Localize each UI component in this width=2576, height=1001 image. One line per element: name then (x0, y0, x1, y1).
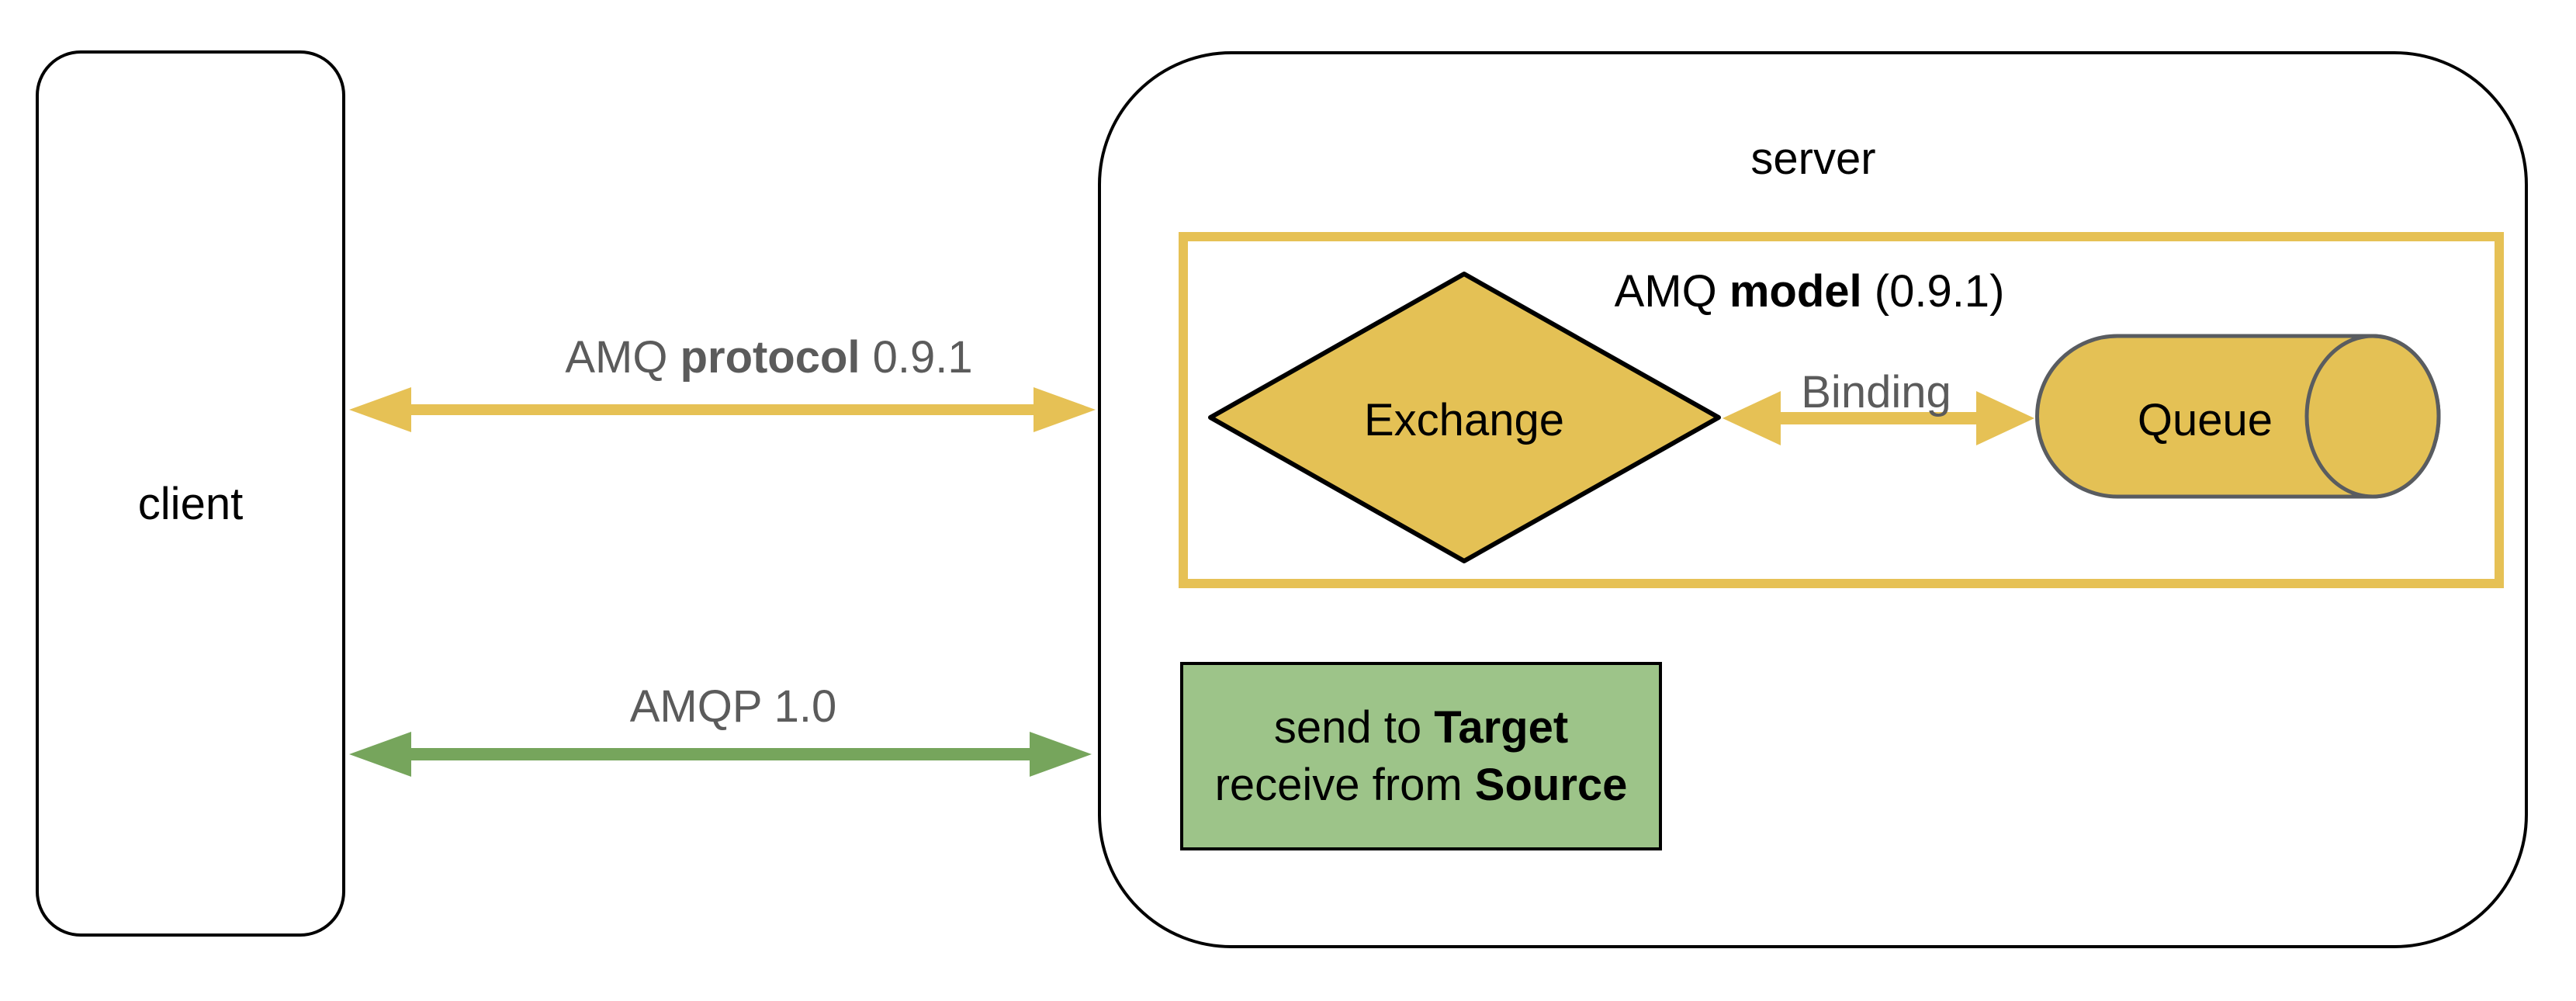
queue-label: Queue (2137, 395, 2273, 445)
target-source-line1-prefix: send to (1273, 701, 1435, 753)
target-source-line2: receive from Source (1215, 757, 1628, 814)
amq-protocol-091-prefix: AMQ (565, 332, 680, 383)
amq-protocol-091-label: AMQ protocol 0.9.1 (536, 331, 1002, 385)
target-source-line2-bold: Source (1474, 759, 1628, 810)
binding-label: Binding (1801, 367, 1951, 417)
server-label: server (1750, 133, 1876, 184)
target-source-box: send to Target receive from Source (1180, 662, 1662, 850)
target-source-line1-bold: Target (1434, 701, 1569, 753)
client-label: client (137, 479, 244, 529)
amq-model-label-suffix: (0.9.1) (1861, 266, 2005, 317)
amqp-10-label: AMQP 1.0 (629, 681, 837, 732)
amq-model-label-prefix: AMQ (1614, 266, 1729, 317)
amq-protocol-091-arrow (349, 387, 1096, 432)
queue-cylinder-cap (2304, 334, 2441, 499)
amq-model-label: AMQ model (0.9.1) (1421, 265, 2197, 319)
amqp-10-arrow (349, 732, 1092, 777)
amq-model-box (1179, 232, 2504, 588)
amq-protocol-091-suffix: 0.9.1 (860, 332, 973, 383)
target-source-line2-prefix: receive from (1214, 759, 1475, 810)
amq-protocol-091-bold: protocol (680, 332, 860, 383)
binding-arrow (1723, 391, 2034, 445)
exchange-label: Exchange (1364, 395, 1564, 445)
exchange-diamond (1208, 272, 1721, 563)
target-source-line1: send to Target (1274, 699, 1568, 757)
client-node (36, 50, 345, 937)
amq-model-label-bold: model (1729, 266, 1862, 317)
